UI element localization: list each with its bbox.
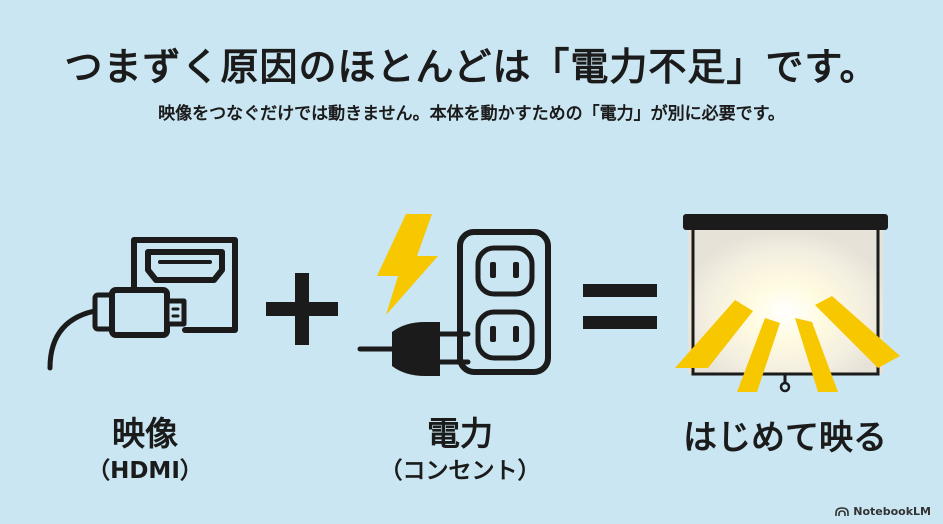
power-label-sub: （コンセント） (379, 458, 541, 484)
page-title: つまずく原因のほとんどは「電力不足」です。 (64, 45, 879, 89)
result-label: はじめて映る (660, 418, 910, 458)
lightning-bolt-icon (377, 214, 438, 315)
video-label: 映像 （HDMI） (60, 414, 230, 488)
power-outlet-icon (357, 214, 551, 376)
video-label-sub: （HDMI） (87, 458, 203, 484)
projector-screen-icon (675, 214, 900, 393)
video-label-main: 映像 (112, 414, 178, 453)
light-rays (675, 296, 900, 392)
page-subtitle: 映像をつなぐだけでは動きません。本体を動かすための「電力」が別に必要です。 (158, 104, 785, 124)
result-label-main: はじめて映る (683, 418, 887, 458)
power-label-main: 電力 (427, 414, 493, 453)
notebooklm-logo-icon (835, 506, 850, 516)
hdmi-cable-icon (47, 237, 238, 371)
power-label: 電力 （コンセント） (355, 414, 565, 488)
brand-watermark: NotebookLM (835, 505, 931, 518)
plus-operator (266, 273, 338, 345)
equals-operator (583, 284, 657, 329)
brand-label: NotebookLM (853, 505, 931, 518)
